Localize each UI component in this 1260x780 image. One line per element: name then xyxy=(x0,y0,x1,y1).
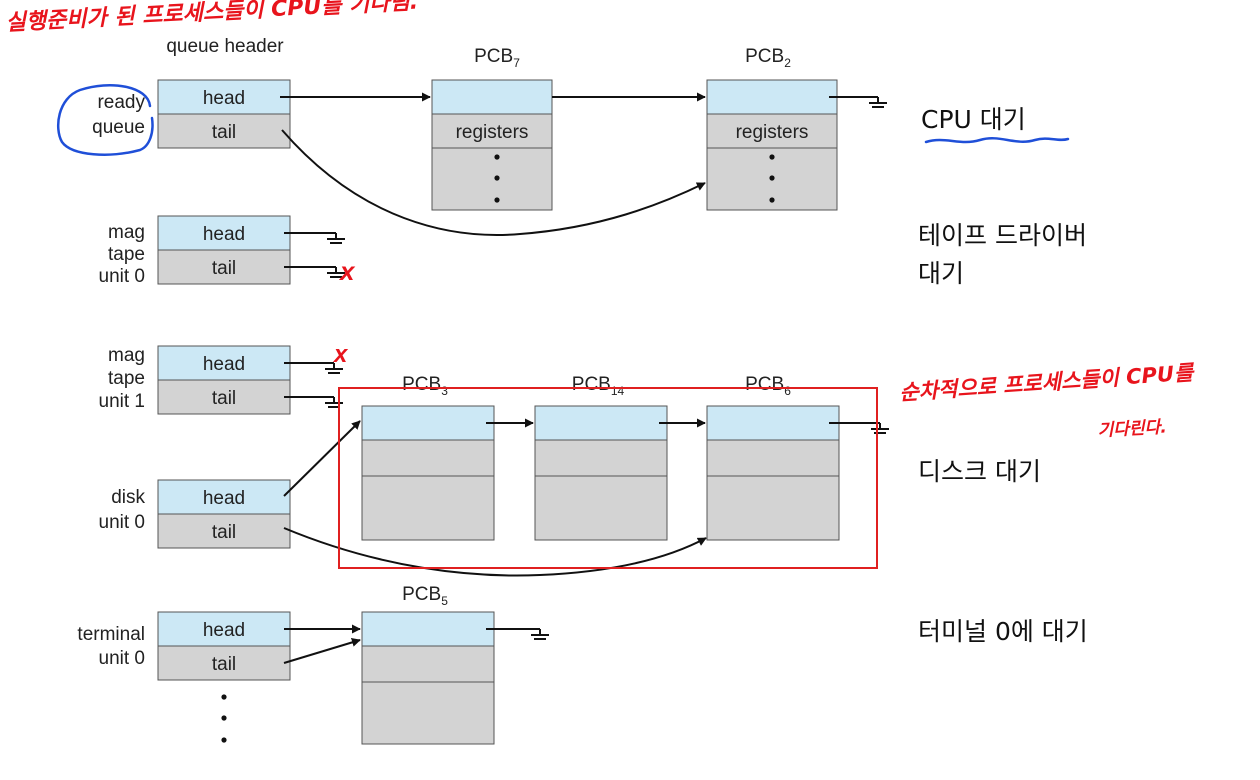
cpu-wait-underline xyxy=(924,137,1070,144)
ready-queue-label-line2: queue xyxy=(92,117,145,138)
pcb3-link-cell xyxy=(361,405,495,441)
mag1-label-line2: tape xyxy=(108,368,145,389)
pcb3-field-cell xyxy=(361,439,495,477)
pcb5-null-ground xyxy=(486,628,549,640)
ready-queue-label-line1: ready xyxy=(97,92,145,113)
mag-tape-unit1-queue: mag tape unit 1 head tail xyxy=(99,345,343,415)
ready-queue-blue-circle xyxy=(56,84,154,156)
pcb5: PCB5 xyxy=(361,584,495,745)
disk0-tail-cell xyxy=(157,513,291,549)
tape-wait-label-line2: 대기 xyxy=(918,259,964,288)
mag0-tail-x-mark: x xyxy=(338,256,356,286)
disk0-label-line2: unit 0 xyxy=(99,512,145,533)
pcb5-field-cell xyxy=(361,645,495,683)
mag-tape-unit0-queue: mag tape unit 0 head tail xyxy=(99,215,345,287)
right-handwritten-note-line1: 순차적으로 프로세스들이 CPU를 xyxy=(899,360,1196,405)
pcb2-title: PCB2 xyxy=(745,46,791,70)
pcb5-title: PCB5 xyxy=(402,584,448,608)
term0-label-line2: unit 0 xyxy=(99,648,145,669)
pcb7-body-cell xyxy=(431,147,553,211)
pcb3: PCB3 xyxy=(361,374,495,541)
term0-label-line1: terminal xyxy=(77,624,145,645)
mag1-head-label: head xyxy=(203,354,245,375)
pcb6-body-cell xyxy=(706,475,840,541)
terminal-unit0-queue: terminal unit 0 head tail xyxy=(77,611,291,743)
disk0-label-line1: disk xyxy=(111,487,145,508)
pcb7-link-cell xyxy=(431,79,553,115)
mag0-label-line3: unit 0 xyxy=(99,266,145,287)
pcb14-body-cell xyxy=(534,475,668,541)
mag0-head-label: head xyxy=(203,224,245,245)
pcb6: PCB6 xyxy=(706,374,840,541)
pcb2-registers-label: registers xyxy=(736,122,809,143)
arrow-disk-head-to-pcb3 xyxy=(283,420,361,497)
cpu-wait-label: CPU 대기 xyxy=(921,105,1026,134)
pcb6-link-cell xyxy=(706,405,840,441)
pcb7: PCB7 registers xyxy=(431,46,553,211)
mag1-tail-cell xyxy=(157,379,291,415)
tape-wait-label-line1: 테이프 드라이버 xyxy=(918,221,1087,250)
ready-head-label: head xyxy=(203,88,245,109)
disk0-head-cell xyxy=(157,479,291,515)
disk-wait-label: 디스크 대기 xyxy=(918,457,1041,486)
mag1-label-line3: unit 1 xyxy=(99,391,145,412)
term0-head-label: head xyxy=(203,620,245,641)
pcb2-link-cell xyxy=(706,79,838,115)
pcb-group-highlight-box xyxy=(338,387,878,569)
mag0-tail-ground xyxy=(284,266,345,278)
mag1-label-line1: mag xyxy=(108,345,145,366)
disk-unit0-queue: disk unit 0 head tail xyxy=(99,479,291,549)
pcb2-null-ground xyxy=(829,96,887,108)
arrow-term-tail-to-pcb5 xyxy=(283,638,361,664)
disk0-head-label: head xyxy=(203,488,245,509)
pcb6-field-cell xyxy=(706,439,840,477)
mag0-head-cell xyxy=(157,215,291,251)
term0-tail-cell xyxy=(157,645,291,681)
ready-tail-cell xyxy=(157,113,291,149)
ready-queue: ready queue head tail xyxy=(92,79,291,149)
mag0-label-line1: mag xyxy=(108,222,145,243)
ready-tail-label: tail xyxy=(212,122,236,143)
mag0-label-line2: tape xyxy=(108,244,145,265)
pcb3-body-cell xyxy=(361,475,495,541)
pcb5-link-cell xyxy=(361,611,495,647)
mag1-head-x-mark: x xyxy=(332,341,349,368)
terminal-wait-label: 터미널 0에 대기 xyxy=(918,617,1088,646)
top-handwritten-note: 실행준비가 된 프로세스들이 CPU를 기다림. xyxy=(5,0,419,36)
ready-head-cell xyxy=(157,79,291,115)
mag0-tail-label: tail xyxy=(212,258,236,279)
mag1-head-ground xyxy=(284,362,343,374)
pcb7-title: PCB7 xyxy=(474,46,520,70)
queue-header-label: queue header xyxy=(166,36,284,57)
pcb14: PCB14 xyxy=(534,374,668,541)
disk0-tail-label: tail xyxy=(212,522,236,543)
arrow-ready-tail-to-pcb2 xyxy=(281,129,706,236)
mag0-head-ground xyxy=(284,232,345,244)
mag1-tail-label: tail xyxy=(212,388,236,409)
term0-tail-label: tail xyxy=(212,654,236,675)
pcb6-title: PCB6 xyxy=(745,374,791,398)
pcb14-link-cell xyxy=(534,405,668,441)
pcb2: PCB2 registers xyxy=(706,46,838,211)
mag0-tail-cell xyxy=(157,249,291,285)
arrow-disk-tail-to-pcb6 xyxy=(283,527,707,577)
pcb14-field-cell xyxy=(534,439,668,477)
pcb3-title: PCB3 xyxy=(402,374,448,398)
right-handwritten-note-line2: 기다린다. xyxy=(1097,417,1167,441)
pcb7-registers-label: registers xyxy=(456,122,529,143)
pcb5-body-cell xyxy=(361,681,495,745)
